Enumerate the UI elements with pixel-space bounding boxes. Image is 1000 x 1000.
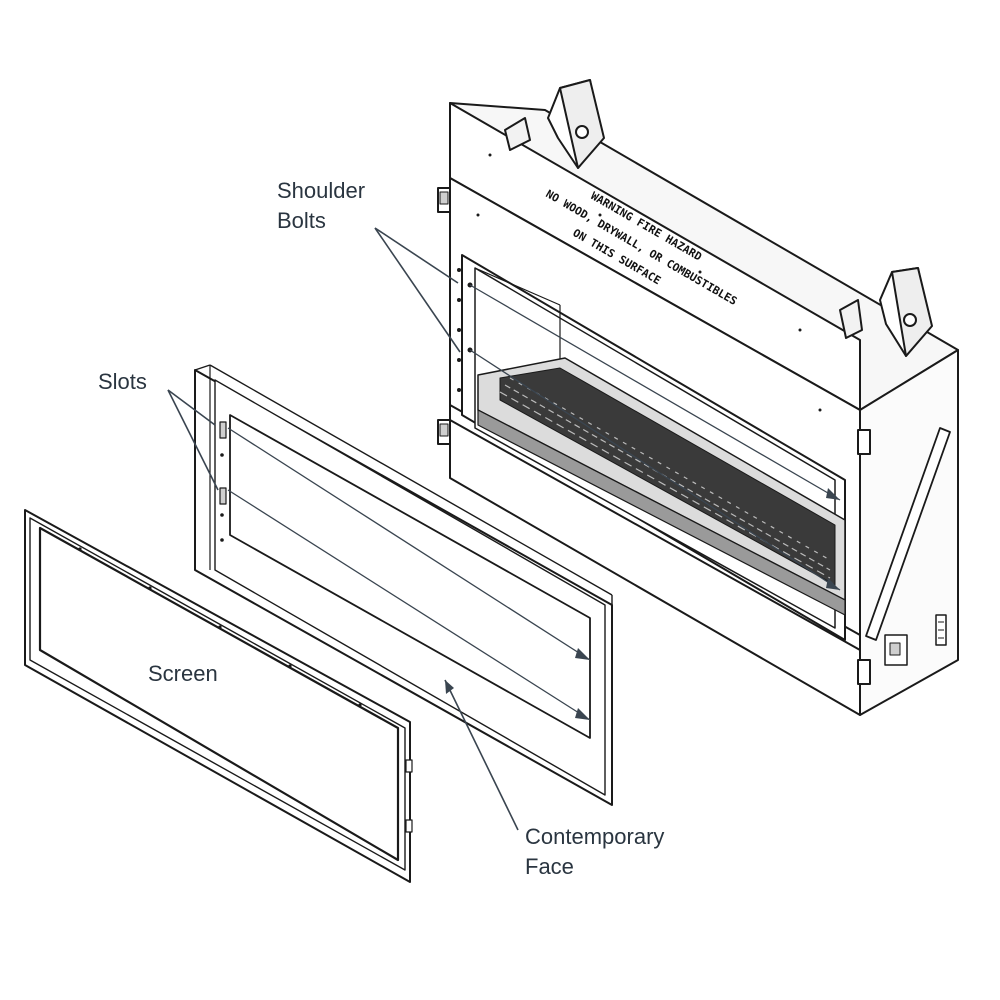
contemporary-face-label-line2: Face: [525, 854, 574, 879]
top-tab-left: [504, 79, 605, 169]
leader-lines: [167, 227, 841, 831]
burner-tray: [477, 357, 846, 616]
arrowheads: [445, 488, 840, 720]
shoulder-bolts-label-line1: Shoulder: [277, 178, 366, 203]
contemporary-face: [194, 364, 613, 806]
screen-panel: [24, 509, 413, 883]
top-tab-right: [839, 267, 933, 357]
screen-label: Screen: [148, 661, 218, 686]
contemporary-face-label: Contemporary Face: [525, 822, 664, 882]
shoulder-bolts-label: Shoulder Bolts: [277, 176, 365, 236]
contemporary-face-label-line1: Contemporary: [525, 824, 665, 849]
firebox-unit: WARNING FIRE HAZARD NO WOOD, DRYWALL, OR…: [437, 79, 959, 716]
shoulder-bolts-label-line2: Bolts: [277, 208, 326, 233]
slots-label: Slots: [98, 369, 147, 394]
